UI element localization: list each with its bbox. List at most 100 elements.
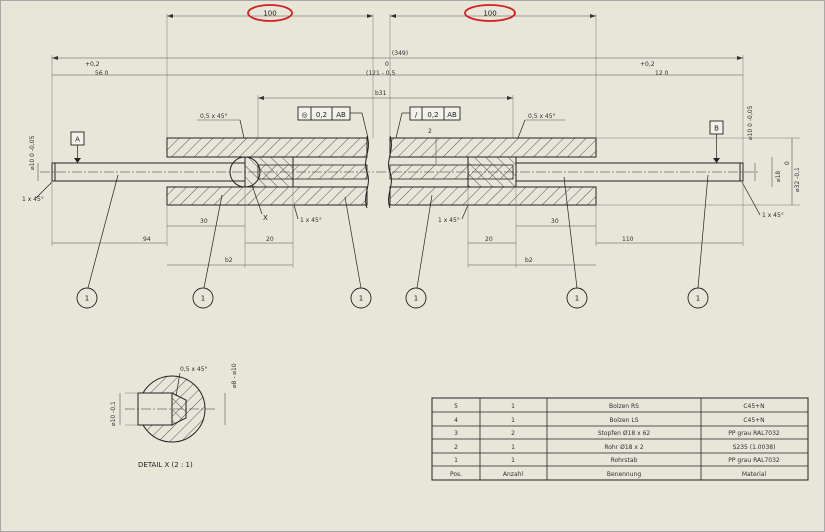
bom-pos: 3 [454, 430, 458, 437]
chamfer-right-top: 0,5 x 45° [528, 113, 556, 120]
dim-mid-len: (121 - 0,5 [366, 70, 395, 77]
dim-overall: (349) [392, 50, 408, 57]
bom-name: Rohr Ø18 x 2 [604, 444, 643, 451]
hole-label: 2 [428, 128, 432, 135]
bom-row: 5 1 Bolzen RS C45+N [454, 403, 765, 410]
detail-x-circle [229, 156, 261, 188]
bom-name: Stopfen Ø18 x 62 [598, 430, 651, 437]
view-label-x: X [263, 214, 268, 222]
bom-qty: 2 [511, 430, 515, 437]
dia-right-shaft: ⌀10 0 -0,05 [747, 105, 754, 140]
bom-material: PP grau RAL7032 [728, 457, 780, 464]
bom-name: Rohrstab [611, 457, 638, 464]
balloon-label-c: 1 [359, 295, 363, 303]
dim-20-right: 20 [485, 236, 493, 243]
chamfer-right-end: 1 x 45° [762, 212, 784, 219]
runout-symbol: / [415, 111, 418, 119]
bottom-dims: 94 30 20 b2 20 30 b2 110 [51, 182, 744, 268]
bom-pos: 5 [454, 403, 458, 410]
bom-header-pos: Pos. [450, 471, 462, 478]
bom-header-qty: Anzahl [503, 471, 524, 478]
datum-b-label: B [714, 125, 719, 133]
dim-62-right: b2 [525, 257, 533, 264]
chamfer-inner-left: 1 x 45° [300, 217, 322, 224]
highlight-ellipse-right [464, 4, 516, 22]
concentricity-symbol: ◎ [301, 111, 307, 119]
concentricity-frame: ◎ 0,2 AB [297, 106, 369, 139]
balloon-label-b: 1 [201, 295, 205, 303]
detail-title: DETAIL X (2 : 1) [138, 461, 193, 469]
bom-qty: 1 [511, 457, 515, 464]
bom-row: 4 1 Bolzen LS C45+N [454, 417, 765, 424]
balloon-1-e [566, 287, 588, 309]
bom-row: 2 1 Rohr Ø18 x 2 S235 (1.0038) [454, 444, 775, 451]
chamfer-left-end: 1 x 45° [22, 196, 44, 203]
runout-value: 0,2 [427, 111, 438, 119]
dim-right-tol: +0,2 [640, 61, 655, 68]
bom-row: 1 1 Rohrstab PP grau RAL7032 [454, 457, 780, 464]
highlight-ellipse-left [247, 4, 293, 22]
top-dim-right: 100 [389, 4, 597, 138]
runout-frame: / 0,2 AB [395, 106, 461, 139]
dim-94: 94 [143, 236, 151, 243]
chamfer-inner-right: 1 x 45° [438, 217, 460, 224]
bom-header-name: Benennung [607, 471, 642, 478]
chamfer-left-top: 0,5 x 45° [200, 113, 228, 120]
bom-material: C45+N [743, 417, 764, 424]
bom-material: PP grau RAL7032 [728, 430, 780, 437]
balloon-label-e: 1 [575, 295, 579, 303]
detail-chamfer: 0,5 x 45° [180, 366, 208, 373]
bom-table: 5 1 Bolzen RS C45+N 4 1 Bolzen LS C45+N … [431, 397, 809, 481]
concentricity-datum: AB [336, 111, 346, 119]
diameter-dims: ⌀10 0 -0,05 ⌀10 0 -0,05 ⌀18 0 ⌀32 -0,1 [29, 105, 801, 206]
bom-material: C45+N [743, 403, 764, 410]
dim-inner-len: b31 [375, 90, 387, 97]
bom-pos: 4 [454, 417, 458, 424]
bom-row: 3 2 Stopfen Ø18 x 62 PP grau RAL7032 [454, 430, 780, 437]
bom-pos: 1 [454, 457, 458, 464]
concentricity-value: 0,2 [316, 111, 327, 119]
dim-left-tol: +0,2 [85, 61, 100, 68]
datum-a-label: A [75, 136, 80, 144]
dim-20-left: 20 [266, 236, 274, 243]
dim-62-left: b2 [225, 257, 233, 264]
bom-header-material: Material [742, 471, 767, 478]
overall-dims: (349) +0,2 56 0 0 (121 - 0,5 +0,2 12 0 b… [51, 50, 744, 165]
dim-110: 110 [622, 236, 634, 243]
bom-qty: 1 [511, 403, 515, 410]
top-chamfer-labels: 0,5 x 45° 0,5 x 45° [197, 113, 565, 139]
bom-name: Bolzen RS [609, 403, 639, 410]
runout-datum: AB [447, 111, 457, 119]
balloon-1-d [405, 287, 427, 309]
detail-x-view: ⌀10 -0,1 0,5 x 45° ⌀8 - ⌀10 DETAIL X (2 … [110, 363, 238, 469]
bom-material: S235 (1.0038) [733, 444, 776, 451]
balloon-label-a: 1 [85, 295, 89, 303]
bom-qty: 1 [511, 417, 515, 424]
dim-100-right: 100 [483, 10, 496, 18]
dim-left-len: 56 0 [95, 70, 109, 77]
bom-pos: 2 [454, 444, 458, 451]
balloon-label-f: 1 [696, 295, 700, 303]
balloon-1-a [76, 287, 98, 309]
bom-qty: 1 [511, 444, 515, 451]
balloon-label-d: 1 [414, 295, 418, 303]
dim-30-left: 30 [200, 218, 208, 225]
dim-center-ref: 0 [385, 61, 389, 68]
detail-dia-left: ⌀10 -0,1 [110, 401, 117, 426]
dim-100-left: 100 [263, 10, 276, 18]
detail-dia-right: ⌀8 - ⌀10 [231, 363, 238, 388]
bom-name: Bolzen LS [609, 417, 638, 424]
balloon-1-f [687, 287, 709, 309]
dim-right-len: 12 0 [655, 70, 669, 77]
dia-right-d32: ⌀32 -0,1 [794, 167, 801, 192]
bom-header-row: Pos. Anzahl Benennung Material [450, 471, 767, 478]
dia-right-d18: ⌀18 [775, 171, 782, 182]
dim-30-right: 30 [551, 218, 559, 225]
balloons: 1 1 1 1 1 1 [76, 174, 709, 309]
datum-a: A [70, 131, 85, 163]
dia-right-d0: 0 [784, 161, 791, 165]
top-dim-left: 100 [166, 4, 374, 138]
datum-b: B [709, 120, 724, 163]
end-chamfers: 1 x 45° 1 x 45° 1 x 45° 1 x 45° [22, 181, 784, 224]
